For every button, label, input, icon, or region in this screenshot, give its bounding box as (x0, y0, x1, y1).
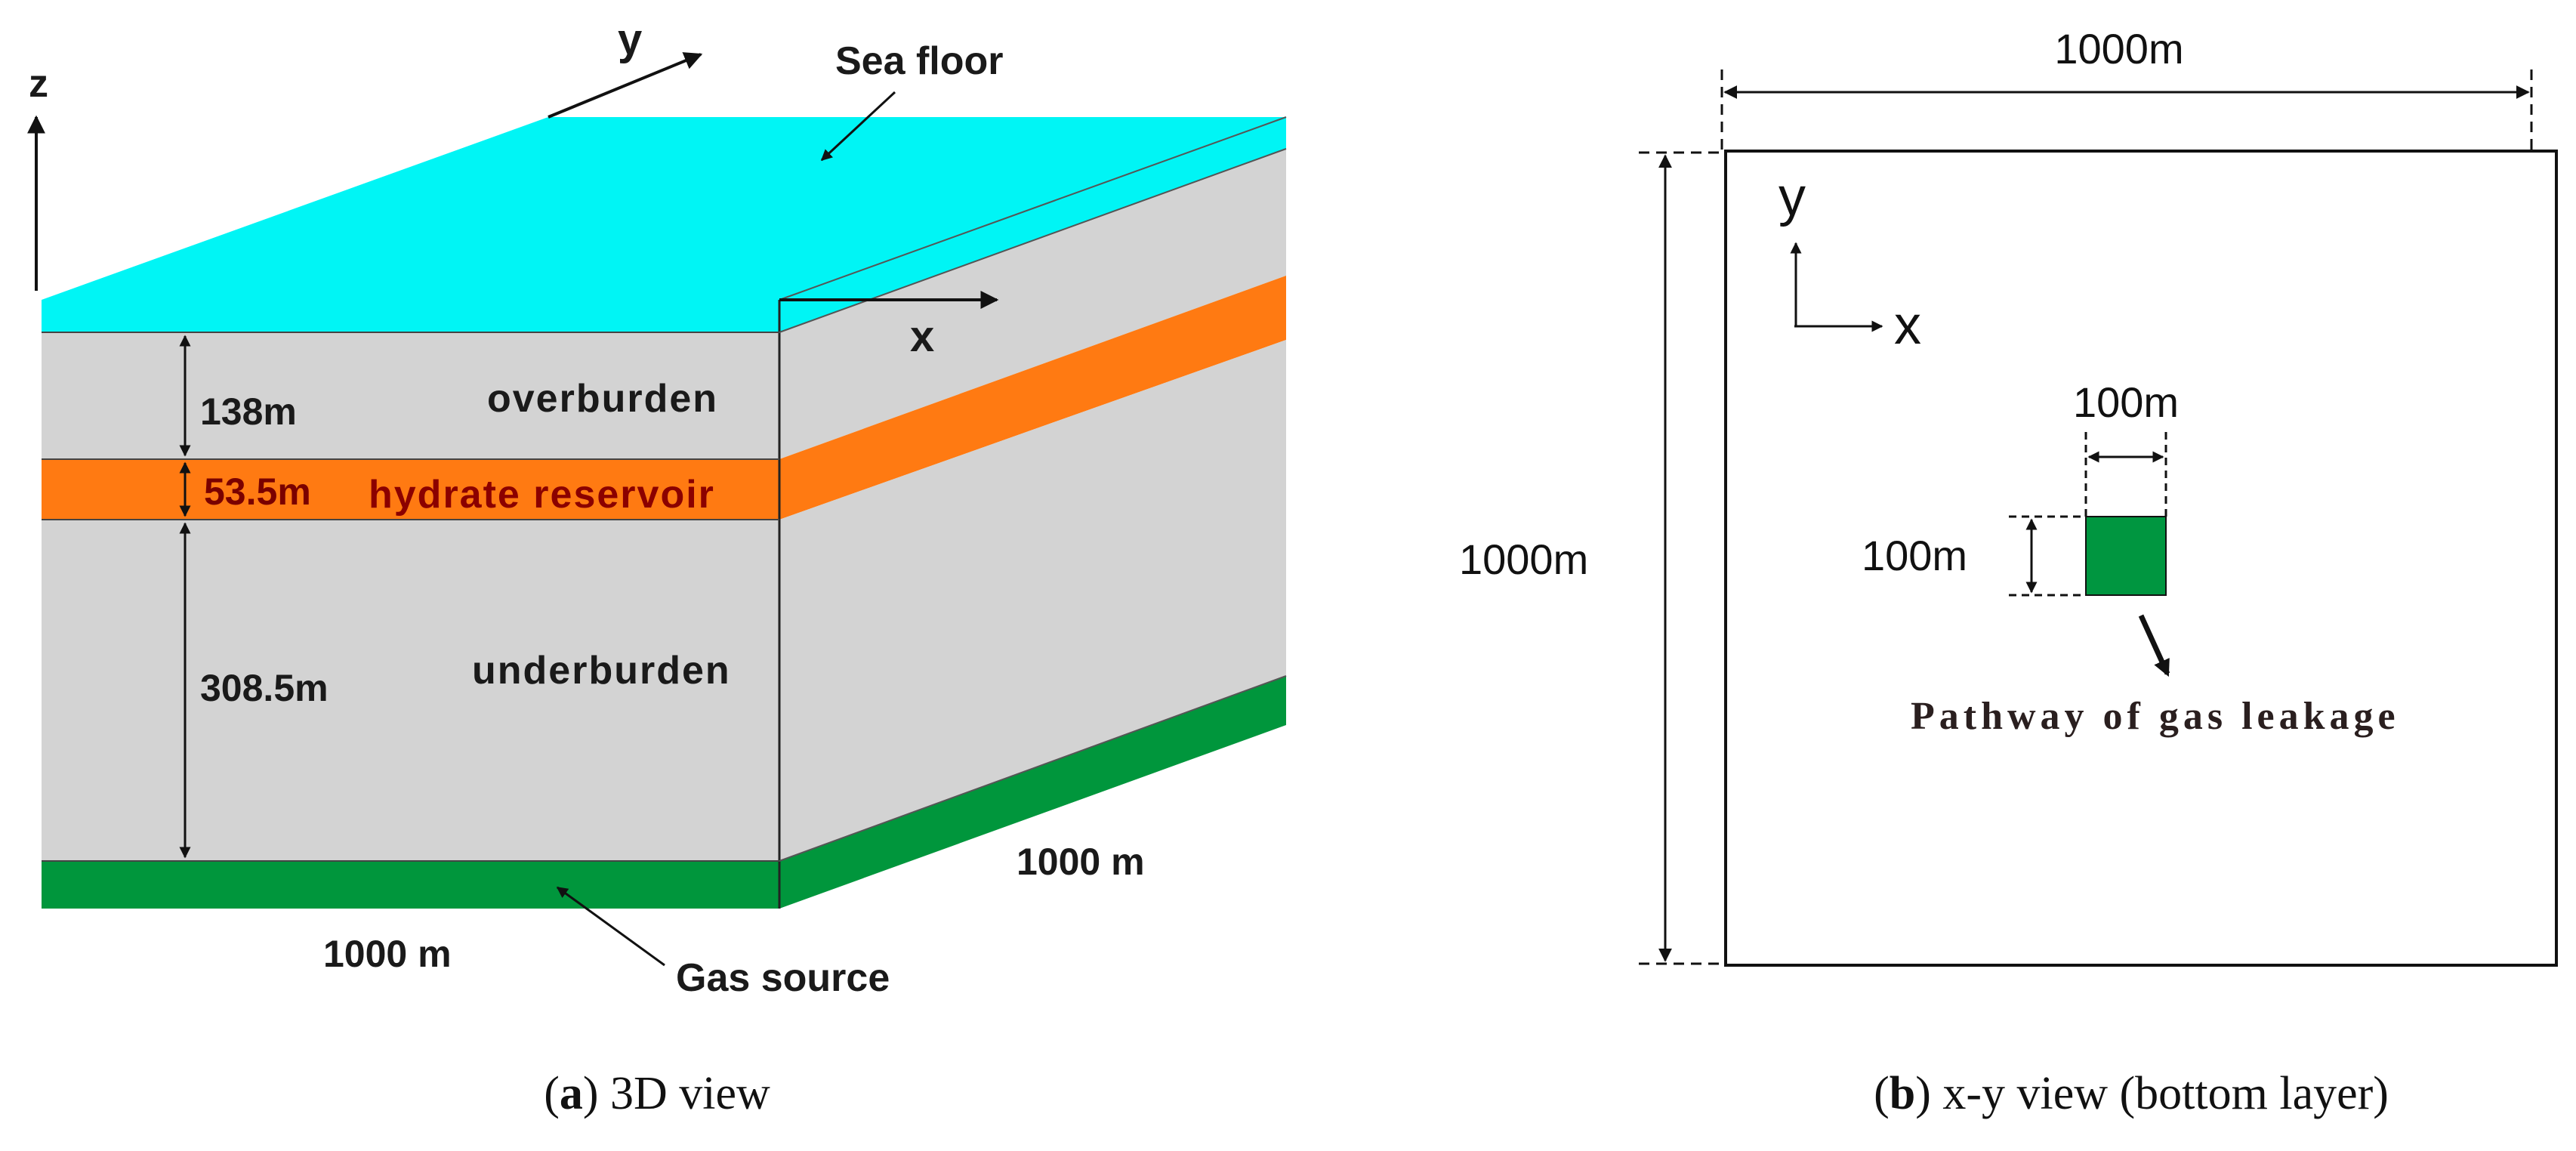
leak-label: Pathway of gas leakage (1911, 695, 2400, 738)
caption-b-letter: b (1890, 1068, 1915, 1119)
top-sea-floor (42, 117, 1286, 300)
caption-a-letter: a (560, 1068, 583, 1119)
block-edge (779, 675, 1287, 862)
front-sea-floor (42, 300, 779, 332)
side-overburden (779, 149, 1286, 459)
dim-top-label: 1000m (2054, 25, 2183, 73)
caption-b-text: x-y view (bottom layer) (1931, 1068, 2389, 1119)
front-underburden (42, 520, 779, 861)
caption-a: (a) 3D view (544, 1068, 770, 1119)
overburden-label: overburden (487, 377, 718, 421)
overburden-thickness: 138m (200, 390, 297, 433)
hydrate-reservoir-label: hydrate reservoir (369, 473, 715, 517)
y-axis-arrow (548, 52, 703, 119)
caption-a-text: 3D view (599, 1068, 771, 1119)
caption-b: (b) x-y view (bottom layer) (1874, 1068, 2389, 1119)
gas-source-pointer (556, 886, 665, 967)
front-gas-source (42, 861, 779, 909)
panel-a-3d-view: z y x Sea floor 138m 53.5m 308.5m overbu… (27, 15, 1287, 1119)
dim-left-label: 1000m (1459, 535, 1588, 583)
block-edge (779, 116, 1287, 301)
leak-width-label: 100m (2073, 378, 2179, 426)
underburden-label: underburden (472, 649, 731, 693)
underburden-thickness: 308.5m (200, 667, 329, 709)
side-underburden (779, 340, 1286, 861)
sea-floor-label: Sea floor (835, 39, 1004, 83)
hydrate-thickness: 53.5m (204, 471, 311, 513)
leakage-zone (2085, 516, 2167, 596)
gas-source-label: Gas source (676, 956, 890, 1000)
panel-b-xy-view: 1000m 1000m y x 100m 100m Pathway of gas… (1459, 25, 2558, 1119)
leak-pointer (2138, 614, 2170, 677)
side-hydrate (779, 276, 1286, 520)
xy-x-axis-label: x (1894, 295, 1921, 356)
domain-outline (1724, 150, 2558, 967)
side-depth-label: 1000 m (1017, 841, 1145, 883)
side-gas-source (779, 676, 1286, 909)
sea-floor-pointer (820, 91, 896, 162)
front-hydrate (42, 459, 779, 520)
y-axis-label: y (618, 15, 642, 64)
front-width-label: 1000 m (323, 933, 452, 975)
xy-y-axis-label: y (1779, 167, 1806, 227)
leak-height-label: 100m (1862, 532, 1967, 579)
x-axis-label: x (910, 312, 934, 361)
block-edge (779, 148, 1287, 333)
front-overburden (42, 332, 779, 459)
z-axis-label: z (29, 62, 48, 106)
